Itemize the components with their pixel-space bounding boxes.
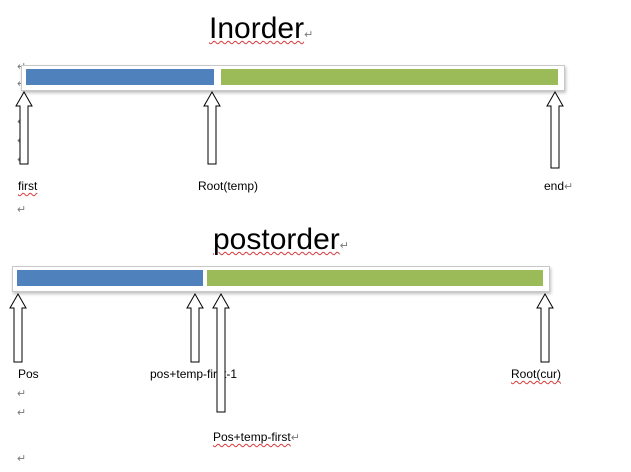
up-arrow-icon [536,292,554,363]
up-arrow-icon [212,292,230,413]
paragraph-mark-icon: ↵ [564,181,574,193]
inorder-title-text: Inorder [209,12,305,45]
inorder-right-subtree-segment [221,69,558,85]
postorder-label-pos-temp-first: Pos+temp-first↵ [213,430,300,444]
up-arrow-icon [9,292,27,363]
postorder-title: postorder↵ [213,223,349,263]
up-arrow-icon [15,90,33,165]
inorder-title: Inorder↵ [209,12,313,52]
up-arrow-icon [203,90,221,165]
postorder-left-subtree-segment [17,270,203,286]
inorder-array-bar [21,65,565,91]
postorder-title-text: postorder [213,223,340,256]
paragraph-mark-icon: ↵ [17,388,27,400]
paragraph-mark-icon: ↵ [304,29,314,41]
inorder-label-end: end↵ [544,179,574,193]
paragraph-mark-icon: ↵ [17,204,27,216]
paragraph-mark-icon: ↵ [339,240,349,252]
postorder-array-bar [12,266,550,292]
postorder-label-pos-temp-first-minus-1: pos+temp-first-1 [150,367,238,381]
paragraph-mark-icon: ↵ [290,432,300,444]
postorder-label-root: Root(cur) [511,367,562,381]
postorder-label-pos: Pos [18,367,39,381]
up-arrow-icon [186,292,204,363]
paragraph-mark-icon: ↵ [17,453,27,465]
paragraph-mark-icon: ↵ [17,407,27,419]
inorder-left-subtree-segment [26,69,214,85]
postorder-right-subtree-segment [207,270,543,286]
inorder-label-root: Root(temp) [198,179,259,193]
inorder-label-first: first [18,179,38,193]
up-arrow-icon [546,90,564,169]
